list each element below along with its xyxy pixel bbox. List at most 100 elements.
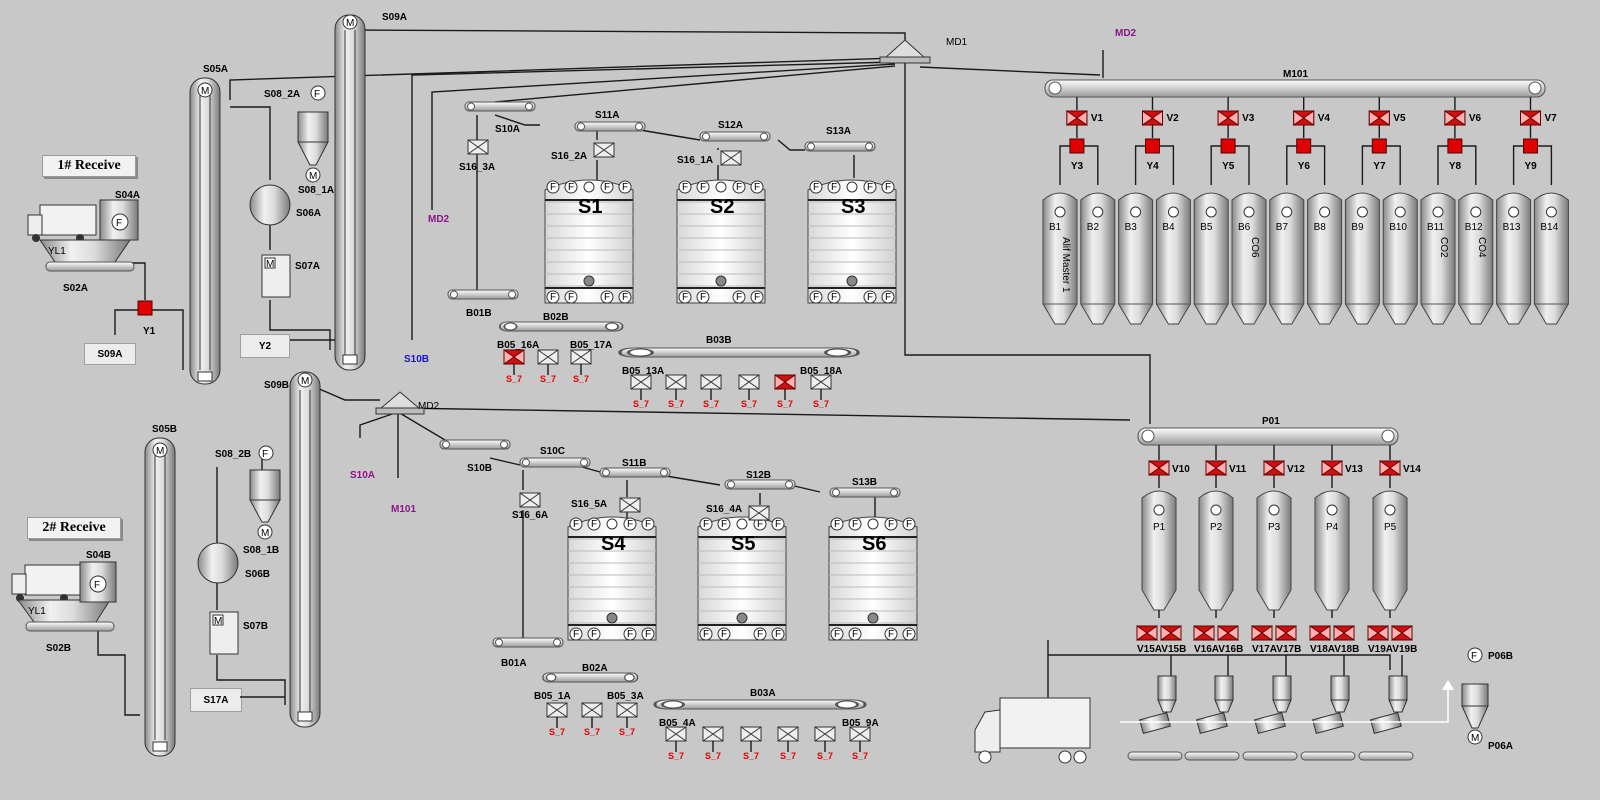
bin-b13[interactable]: B13 <box>1496 192 1532 325</box>
packer-bin-p3[interactable]: P3 <box>1256 490 1292 611</box>
conveyor-s10b[interactable] <box>439 439 511 450</box>
tag-s09a[interactable]: S09A <box>84 343 136 365</box>
md1-distributor[interactable] <box>879 39 931 64</box>
cyclone-s08b[interactable]: F M <box>249 445 281 540</box>
dust-collector-p06[interactable]: F M <box>1395 647 1489 745</box>
valve-v4[interactable] <box>1293 110 1315 126</box>
valve-v10[interactable] <box>1148 460 1170 476</box>
gate-s16-5a[interactable] <box>619 497 641 513</box>
valve-y4[interactable] <box>1145 138 1160 154</box>
valve-v3[interactable] <box>1217 110 1239 126</box>
scale-s06b[interactable] <box>197 542 239 584</box>
bagging-hopper-5[interactable] <box>1358 675 1414 761</box>
conveyor-b03a[interactable] <box>653 698 867 711</box>
bin-b7[interactable]: B7 <box>1269 192 1305 325</box>
packer-bin-p5[interactable]: P5 <box>1372 490 1408 611</box>
conveyor-s12a[interactable] <box>699 131 771 142</box>
a-right-gate-1[interactable] <box>665 726 687 742</box>
elevator-s09b[interactable]: M <box>289 371 321 728</box>
valve-y8[interactable] <box>1447 138 1463 154</box>
a-right-gate-6[interactable] <box>849 726 871 742</box>
conveyor-b01b[interactable] <box>447 289 519 300</box>
tag-y2[interactable]: Y2 <box>240 334 290 358</box>
conveyor-b01a[interactable] <box>492 637 564 648</box>
scale-s06a[interactable] <box>249 184 291 226</box>
valve-v7[interactable] <box>1520 110 1541 126</box>
receive-1-title[interactable]: 1# Receive <box>42 155 136 177</box>
bin-b2[interactable]: B2 <box>1080 192 1116 325</box>
gate-s16-4a[interactable] <box>748 505 770 521</box>
p01-conveyor[interactable] <box>1137 427 1399 446</box>
cleaner-s07b[interactable]: M <box>209 611 239 655</box>
a-right-gate-2[interactable] <box>702 726 724 742</box>
hopper-s02b[interactable]: YL1 <box>17 599 115 632</box>
valve-v15a[interactable] <box>1136 625 1158 641</box>
a-left-gate-3[interactable] <box>616 702 638 718</box>
b-right-gate-6[interactable] <box>810 374 832 390</box>
valve-v16a[interactable] <box>1193 625 1215 641</box>
valve-v17a[interactable] <box>1251 625 1273 641</box>
conveyor-s11b[interactable] <box>599 467 671 478</box>
bin-b3[interactable]: B3 <box>1118 192 1154 325</box>
valve-v15b[interactable] <box>1160 625 1182 641</box>
bagging-hopper-4[interactable] <box>1300 675 1356 761</box>
valve-v18b[interactable] <box>1333 625 1355 641</box>
b-right-gate-5[interactable] <box>774 374 796 390</box>
packer-bin-p1[interactable]: P1 <box>1141 490 1177 611</box>
a-right-gate-3[interactable] <box>740 726 762 742</box>
valve-v19a[interactable] <box>1367 625 1389 641</box>
a-right-gate-5[interactable] <box>814 726 836 742</box>
tag-s17a[interactable]: S17A <box>190 688 242 712</box>
valve-v12[interactable] <box>1263 460 1285 476</box>
packer-bin-p2[interactable]: P2 <box>1198 490 1234 611</box>
conveyor-b02a[interactable] <box>542 672 639 683</box>
b-left-gate-2[interactable] <box>537 349 559 365</box>
bagging-hopper-2[interactable] <box>1184 675 1240 761</box>
bagging-hopper-3[interactable] <box>1242 675 1298 761</box>
fan-s04a[interactable]: F <box>99 199 139 241</box>
valve-y9[interactable] <box>1523 138 1538 154</box>
elevator-s09a[interactable]: M <box>334 14 366 371</box>
cleaner-s07a[interactable]: M <box>261 254 291 298</box>
b-right-gate-1[interactable] <box>630 374 652 390</box>
b-left-gate-1[interactable] <box>503 349 525 365</box>
conveyor-s10a[interactable] <box>464 101 536 112</box>
a-left-gate-1[interactable] <box>546 702 568 718</box>
cyclone-s08a[interactable]: F M <box>297 85 329 183</box>
gate-s16-2a[interactable] <box>593 142 615 158</box>
gate-s16-3a[interactable] <box>467 139 489 155</box>
valve-v1[interactable] <box>1066 110 1088 126</box>
conveyor-b02b[interactable] <box>499 321 624 332</box>
valve-v14[interactable] <box>1379 460 1401 476</box>
valve-v18a[interactable] <box>1309 625 1331 641</box>
b-right-gate-3[interactable] <box>700 374 722 390</box>
b-left-gate-3[interactable] <box>570 349 592 365</box>
valve-y3[interactable] <box>1069 138 1085 154</box>
valve-v2[interactable] <box>1142 110 1163 126</box>
valve-v5[interactable] <box>1368 110 1390 126</box>
a-right-gate-4[interactable] <box>777 726 799 742</box>
elevator-s05a[interactable]: M <box>189 77 221 385</box>
conveyor-s13a[interactable] <box>804 141 876 152</box>
valve-y5[interactable] <box>1220 138 1236 154</box>
gate-s16-6a[interactable] <box>519 492 541 508</box>
md2-distributor[interactable] <box>375 391 425 415</box>
fan-s04b[interactable]: F <box>79 561 117 603</box>
b-right-gate-4[interactable] <box>738 374 760 390</box>
a-left-gate-2[interactable] <box>581 702 603 718</box>
conveyor-s12b[interactable] <box>724 479 796 490</box>
m101-conveyor[interactable] <box>1044 79 1546 98</box>
bin-b5[interactable]: B5 <box>1193 192 1229 325</box>
bin-b9[interactable]: B9 <box>1344 192 1380 325</box>
conveyor-s11a[interactable] <box>574 121 646 132</box>
valve-v13[interactable] <box>1321 460 1343 476</box>
bin-b10[interactable]: B10 <box>1382 192 1418 325</box>
bin-b14[interactable]: B14 <box>1533 192 1569 325</box>
